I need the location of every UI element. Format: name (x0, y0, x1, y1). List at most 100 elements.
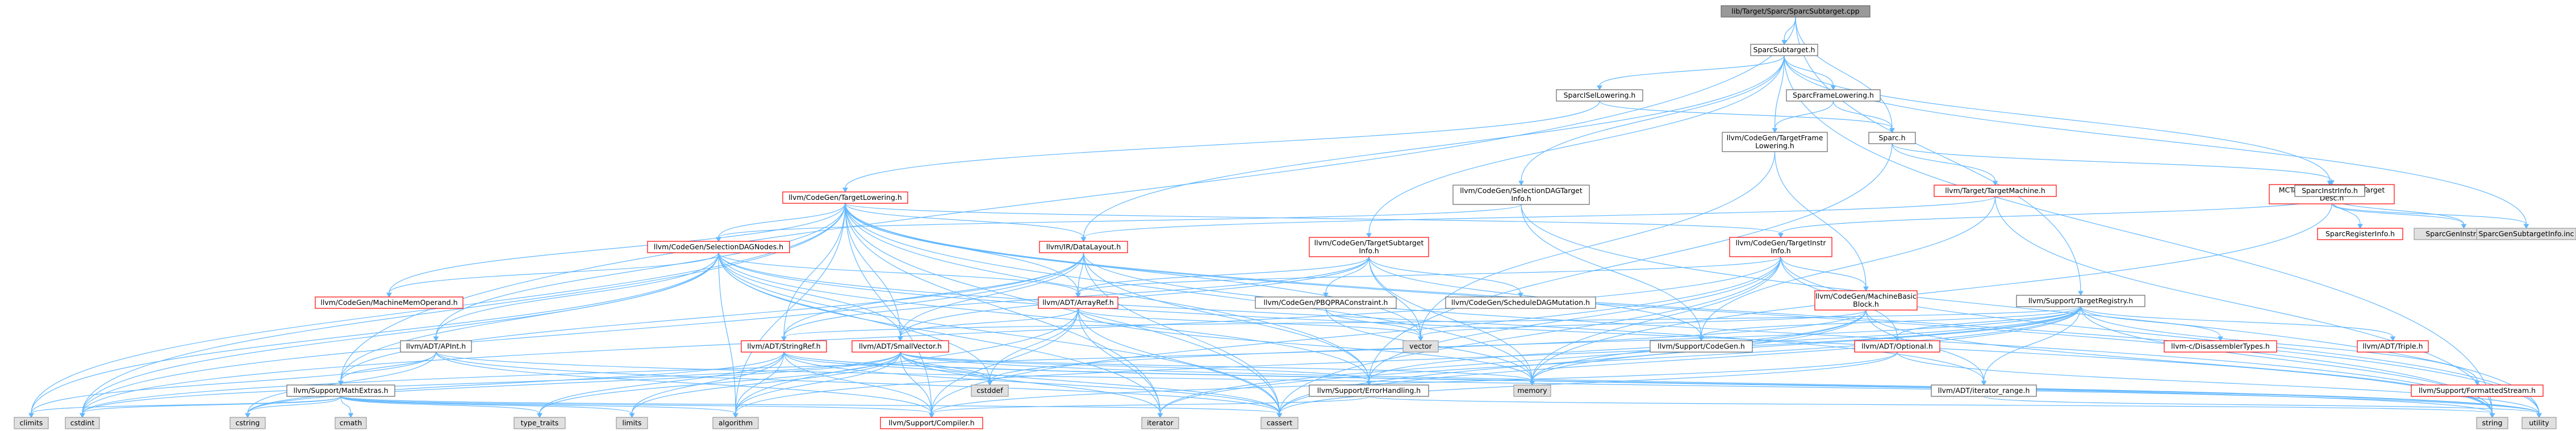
edge-math_extras_h-to-climits (28, 396, 341, 419)
node-optional-h[interactable]: llvm/ADT/Optional.h (1854, 340, 1940, 353)
edge-smallvector_h-to-iterator (900, 352, 1163, 419)
node-label: llvm/CodeGen/SelectionDAGNodes.h (654, 242, 783, 251)
node-target-lowering-h[interactable]: llvm/CodeGen/TargetLowering.h (782, 191, 908, 204)
node-label: Block.h (1853, 300, 1879, 308)
node-formatted-stream-h[interactable]: llvm/Support/FormattedStream.h (2411, 384, 2544, 397)
node-label: type_traits (521, 419, 559, 427)
node-label: llvm/CodeGen/ScheduleDAGMutation.h (1451, 298, 1590, 307)
node-arrayref-h[interactable]: llvm/ADT/ArrayRef.h (1038, 296, 1118, 309)
node-label: llvm/CodeGen/TargetSubtarget (1314, 238, 1424, 247)
node-label: llvm/ADT/Triple.h (2362, 342, 2423, 350)
node-sparc-h[interactable]: Sparc.h (1868, 132, 1916, 144)
node-label: llvm/ADT/ArrayRef.h (1042, 298, 1114, 307)
edge-seldag_nodes_h-to-cstdint (80, 252, 719, 419)
edge-mbb_h-to-iterator (1157, 309, 1867, 419)
node-label: Info.h (1511, 194, 1531, 203)
edge-target_lowering_h-to-utility (845, 203, 2542, 419)
node-label: utility (2529, 419, 2549, 427)
node-sparc-subtarget-h[interactable]: SparcSubtarget.h (1750, 44, 1818, 56)
edge-apint_h-to-utility (435, 352, 2542, 419)
node-data-layout-h[interactable]: llvm/IR/DataLayout.h (1039, 241, 1128, 253)
node-target-registry-h[interactable]: llvm/Support/TargetRegistry.h (2016, 295, 2145, 307)
node-label: string (2482, 419, 2503, 427)
node-math-extras-h[interactable]: llvm/Support/MathExtras.h (286, 384, 395, 397)
node-root[interactable]: lib/Target/Sparc/SparcSubtarget.cpp (1721, 5, 1871, 18)
node-label: iterator (1147, 419, 1174, 427)
node-seldag-nodes-h[interactable]: llvm/CodeGen/SelectionDAGNodes.h (647, 241, 790, 253)
node-sparc-reginfo-h[interactable]: SparcRegisterInfo.h (2317, 228, 2403, 240)
edge-root-to-sparc_h (1795, 16, 1895, 133)
edge-math_extras_h-to-cmath (340, 396, 354, 419)
edge-sparc_isel_lowering_h-to-sparc_h (1599, 101, 1895, 133)
node-cmath: cmath (335, 417, 367, 429)
node-label: llvm/IR/DataLayout.h (1046, 242, 1121, 251)
node-label: llvm/CodeGen/TargetFrame (1727, 133, 1823, 142)
node-label: llvm/ADT/Optional.h (1861, 342, 1933, 350)
edge-iterator_range_h-to-utility (1983, 396, 2542, 419)
node-compiler-h[interactable]: llvm/Support/Compiler.h (880, 417, 983, 429)
node-type-traits: type_traits (513, 417, 566, 429)
node-label: Info.h (1359, 246, 1379, 255)
edge-target_registry_h-to-codegen_h (1698, 306, 2081, 342)
node-label: climits (20, 419, 43, 427)
edge-math_extras_h-to-algorithm (340, 396, 738, 419)
node-label: llvm/Support/Compiler.h (888, 419, 974, 427)
node-iterator: iterator (1141, 417, 1179, 429)
edge-target_registry_h-to-cassert (1276, 306, 2081, 419)
node-iterator-range-h[interactable]: llvm/ADT/iterator_range.h (1931, 384, 2037, 397)
node-label: llvm/CodeGen/TargetLowering.h (788, 193, 902, 202)
node-label: llvm/Support/CodeGen.h (1658, 342, 1745, 350)
edge-sparc_frame_lowering_h-to-tfl_h (1772, 101, 1834, 133)
node-sched-dag-mut-h[interactable]: llvm/CodeGen/ScheduleDAGMutation.h (1445, 296, 1596, 309)
node-mmo-h[interactable]: llvm/CodeGen/MachineMemOperand.h (315, 296, 464, 309)
node-pbqp-h[interactable]: llvm/CodeGen/PBQPRAConstraint.h (1255, 296, 1397, 309)
node-label: SparcISelLowering.h (1564, 91, 1636, 99)
node-label: llvm/ADT/StringRef.h (747, 342, 820, 350)
node-label: SparcGenSubtargetInfo.inc (2478, 229, 2574, 238)
edge-sparc_subtarget_h-to-seldag_target_info_h (1518, 55, 1785, 186)
edge-mctargetdesc_h-to-sparc_gen_subtargetinfo_inc (2331, 203, 2529, 229)
node-cassert: cassert (1260, 417, 1299, 429)
node-label: cstddef (976, 386, 1003, 395)
node-label: limits (622, 419, 641, 427)
edge-math_extras_h-to-cassert (340, 396, 1283, 419)
edge-sparc_h-to-target_machine_h (1892, 143, 1998, 186)
edge-sparc_h-to-mctargetdesc_h (1892, 143, 2335, 186)
node-limits: limits (616, 417, 648, 429)
node-target-machine-h[interactable]: llvm/Target/TargetMachine.h (1934, 185, 2057, 197)
node-label: llvm/CodeGen/PBQPRAConstraint.h (1264, 298, 1388, 307)
node-codegen-h[interactable]: llvm/Support/CodeGen.h (1650, 340, 1753, 353)
node-label: llvm/CodeGen/SelectionDAGTarget (1460, 186, 1583, 195)
node-label: llvm/Support/FormattedStream.h (2419, 386, 2536, 395)
edge-tfl_h-to-vector (1418, 151, 1776, 342)
edge-target_lowering_h-to-stringref_h (781, 203, 846, 342)
node-label: lib/Target/Sparc/SparcSubtarget.cpp (1731, 7, 1859, 15)
edge-target_registry_h-to-algorithm (733, 306, 2081, 419)
node-triple-h[interactable]: llvm/ADT/Triple.h (2357, 340, 2429, 353)
node-cstddef: cstddef (971, 384, 1009, 397)
node-label: llvm/Support/MathExtras.h (293, 386, 388, 395)
node-sparc-frame-lowering-h[interactable]: SparcFrameLowering.h (1786, 89, 1881, 102)
edge-arrayref_h-to-smallvector_h (897, 308, 1079, 342)
node-label: SparcInstrInfo.h (2302, 186, 2358, 195)
node-label: vector (1409, 342, 1433, 350)
node-error-handling-h[interactable]: llvm/Support/ErrorHandling.h (1309, 384, 1429, 397)
node-smallvector-h[interactable]: llvm/ADT/SmallVector.h (851, 340, 949, 353)
node-climits: climits (14, 417, 49, 429)
edge-tsi_h-to-sched_dag_mut_h (1368, 256, 1523, 298)
node-sparc-isel-lowering-h[interactable]: SparcISelLowering.h (1556, 89, 1643, 102)
node-stringref-h[interactable]: llvm/ADT/StringRef.h (741, 340, 827, 353)
node-label: SparcRegisterInfo.h (2326, 229, 2395, 238)
node-label: llvm/CodeGen/TargetInstr (1735, 238, 1826, 247)
node-sparc-instrinfo-h[interactable]: SparcInstrInfo.h (2294, 185, 2365, 197)
node-disasm-h[interactable]: llvm-c/DisassemblerTypes.h (2164, 340, 2277, 353)
node-apint-h[interactable]: llvm/ADT/APInt.h (400, 340, 472, 353)
edge-sparc_isel_lowering_h-to-target_lowering_h (842, 101, 1600, 193)
edge-sparc_subtarget_h-to-sparc_isel_lowering_h (1597, 55, 1785, 91)
